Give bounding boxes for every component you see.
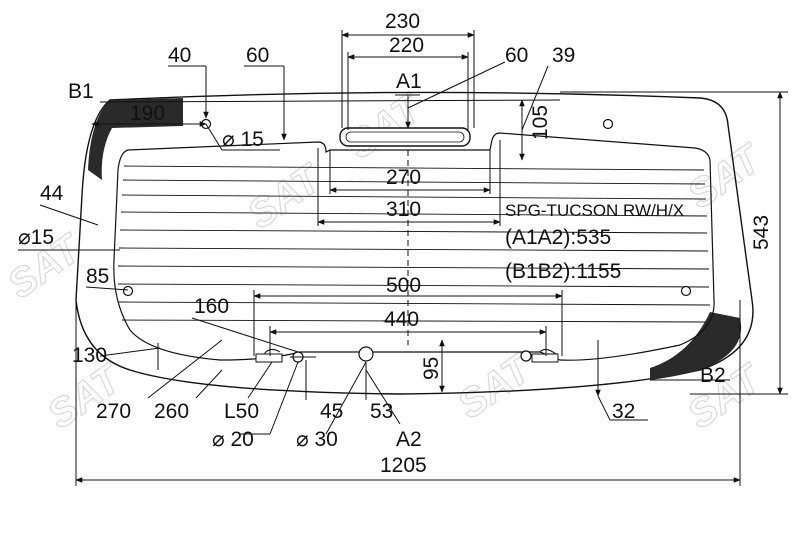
dim-270-top: 270 bbox=[386, 166, 421, 189]
dim-190: 190 bbox=[130, 102, 165, 125]
terminal-right bbox=[531, 353, 559, 363]
watermark: SAT bbox=[340, 85, 431, 167]
hole-bottom-right bbox=[520, 350, 532, 362]
dimension-lines bbox=[18, 30, 788, 486]
dim-440: 440 bbox=[384, 308, 419, 331]
dim-44: 44 bbox=[40, 182, 64, 205]
dim-130: 130 bbox=[72, 344, 107, 367]
dim-500: 500 bbox=[386, 274, 421, 297]
dim-1205: 1205 bbox=[380, 454, 427, 477]
formula-b1b2: (B1B2):1155 bbox=[505, 260, 621, 283]
dim-260: 260 bbox=[154, 400, 189, 423]
dim-40: 40 bbox=[168, 44, 191, 67]
part-code: SPG-TUCSON RW/H/X bbox=[505, 201, 684, 220]
dim-220: 220 bbox=[389, 34, 424, 57]
dim-45: 45 bbox=[320, 400, 343, 423]
hole-left bbox=[122, 285, 134, 297]
glass-outline bbox=[75, 91, 754, 395]
dim-105: 105 bbox=[529, 105, 552, 140]
ceramic-band-top-left bbox=[88, 98, 183, 180]
dim-270-bottom: 270 bbox=[96, 400, 131, 423]
dim-60-right: 60 bbox=[505, 44, 528, 67]
heater-lines bbox=[117, 165, 711, 323]
hole-bottom-30 bbox=[358, 346, 374, 362]
dim-l50: L50 bbox=[224, 400, 259, 423]
point-a2: A2 bbox=[396, 428, 422, 451]
ceramic-band-bottom-right bbox=[650, 312, 742, 380]
terminal-left bbox=[255, 353, 283, 363]
point-b2: B2 bbox=[700, 364, 726, 387]
dim-160: 160 bbox=[194, 295, 229, 318]
dim-hole-15-left: ⌀15 bbox=[18, 226, 54, 249]
dim-310: 310 bbox=[386, 198, 421, 221]
point-a1: A1 bbox=[396, 70, 422, 93]
hole-right bbox=[680, 285, 692, 297]
dim-543: 543 bbox=[750, 215, 773, 250]
formula-a1a2: (A1A2):535 bbox=[505, 226, 611, 249]
dim-60-left: 60 bbox=[246, 44, 269, 67]
point-b1: B1 bbox=[68, 80, 94, 103]
dim-hole-15-top: ⌀ 15 bbox=[222, 128, 264, 151]
dim-230: 230 bbox=[385, 10, 420, 33]
dim-95: 95 bbox=[420, 357, 443, 380]
dim-85: 85 bbox=[86, 265, 109, 288]
hole-top-right bbox=[602, 118, 614, 130]
dim-32: 32 bbox=[612, 400, 635, 423]
dim-39: 39 bbox=[552, 44, 575, 67]
heating-area-outline bbox=[113, 132, 715, 361]
dim-53: 53 bbox=[370, 400, 393, 423]
watermark: SAT bbox=[40, 355, 131, 437]
dim-hole-20: ⌀ 20 bbox=[212, 428, 254, 451]
dim-hole-30: ⌀ 30 bbox=[296, 428, 338, 451]
stop-lamp bbox=[339, 127, 471, 147]
